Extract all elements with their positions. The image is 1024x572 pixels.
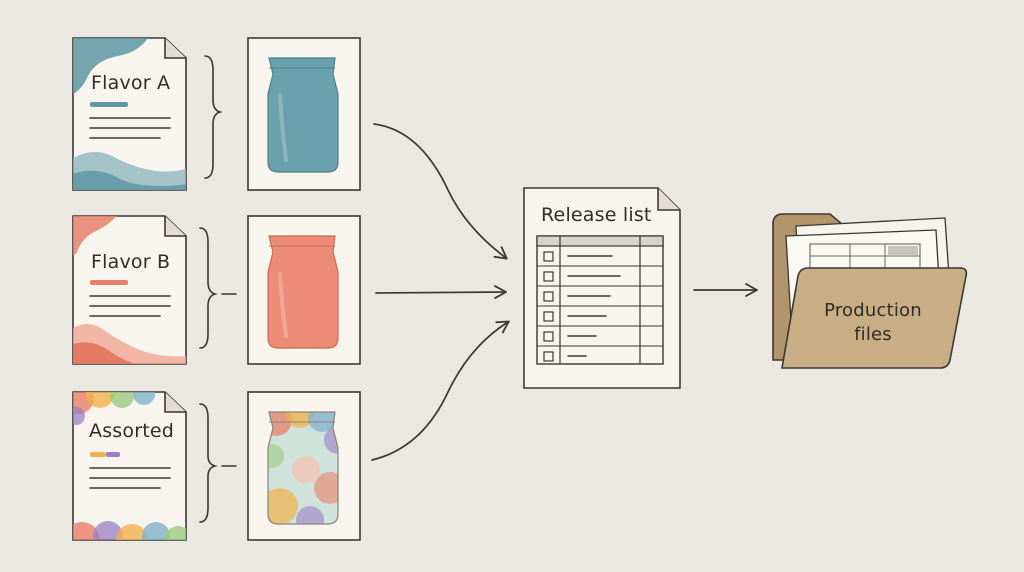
sheet-flavor-b	[72, 215, 187, 365]
pouch-flavor-a	[267, 57, 339, 173]
brace-c	[199, 403, 218, 523]
sheet-label-assorted: Assorted	[89, 420, 175, 442]
release-list-table	[536, 235, 664, 365]
checkbox-column	[543, 251, 554, 362]
pouch-card-flavor-a	[247, 37, 361, 191]
sheet-label-flavor-b: Flavor B	[91, 251, 171, 273]
pouch-flavor-b	[267, 235, 339, 349]
arrow-a-to-release	[373, 123, 508, 260]
arrow-b-to-release	[375, 285, 507, 299]
release-list-title: Release list	[541, 204, 652, 226]
folder-label: Production files	[824, 300, 922, 345]
brace-b	[199, 227, 218, 349]
release-list-document	[523, 187, 681, 389]
arrow-c-to-release	[371, 320, 510, 461]
pouch-assorted	[268, 412, 338, 524]
folder-icon	[772, 213, 968, 369]
pouch-card-assorted	[247, 391, 361, 541]
pouch-card-flavor-b	[247, 215, 361, 365]
brace-a	[204, 55, 223, 179]
sheet-label-flavor-a: Flavor A	[91, 72, 171, 94]
sheet-assorted	[72, 391, 187, 541]
sheet-flavor-a	[72, 37, 187, 191]
